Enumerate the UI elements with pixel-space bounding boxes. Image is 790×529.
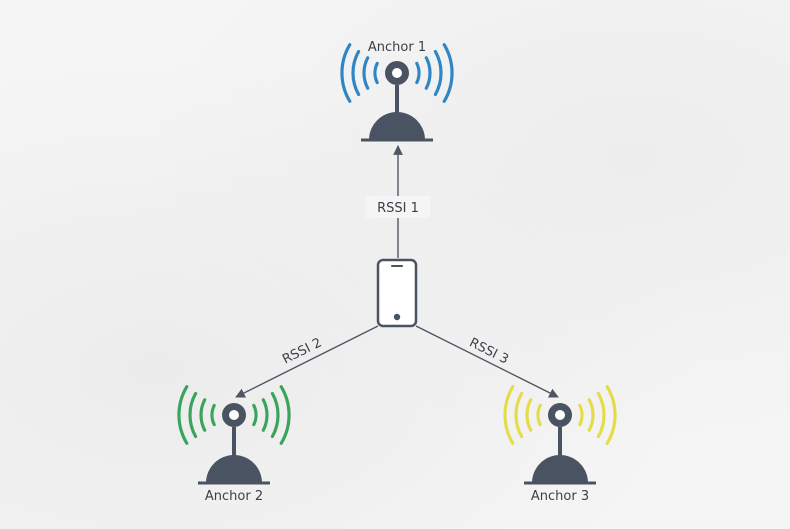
signal-wave-arc (210, 403, 216, 427)
signal-wave-arc (442, 43, 454, 103)
smartphone-icon (376, 258, 418, 328)
signal-waves-icon (340, 43, 454, 103)
signal-wave-arc (340, 43, 352, 103)
signal-wave-arc (177, 385, 189, 445)
anchor-3-label: Anchor 3 (531, 489, 589, 504)
signal-wave-arc (261, 398, 269, 432)
signal-wave-arc (188, 391, 198, 439)
anchor-2: Anchor 2 (177, 385, 291, 504)
signal-wave-arc (252, 403, 258, 427)
signal-wave-arc (433, 49, 443, 97)
signal-wave-arc (536, 403, 542, 427)
rssi-1-label-bg (366, 196, 430, 218)
link-line-anchor-2 (235, 325, 379, 398)
signal-wave-arc (587, 398, 595, 432)
antenna-beacon-icon (198, 403, 270, 485)
signal-wave-arc (351, 49, 361, 97)
signal-wave-arc (415, 61, 421, 85)
signal-wave-arc (525, 398, 533, 432)
antenna-beacon-icon (361, 61, 433, 142)
signal-wave-arc (503, 385, 515, 445)
signal-wave-arc (362, 56, 370, 90)
signal-wave-arc (596, 391, 606, 439)
signal-wave-arc (373, 61, 379, 85)
signal-waves-icon (177, 385, 291, 445)
anchor-1-label: Anchor 1 (368, 40, 426, 55)
rssi-2-label: RSSI 2 (280, 335, 324, 367)
signal-wave-arc (279, 385, 291, 445)
signal-wave-arc (270, 391, 280, 439)
rssi-1-label: RSSI 1 (377, 201, 419, 216)
signal-wave-arc (199, 398, 207, 432)
signal-wave-arc (514, 391, 524, 439)
anchor-2-label: Anchor 2 (205, 489, 263, 504)
signal-wave-arc (424, 56, 432, 90)
antenna-beacon-icon (524, 403, 596, 485)
link-line-anchor-3 (415, 325, 559, 398)
anchor-3: Anchor 3 (503, 385, 617, 504)
signal-wave-arc (605, 385, 617, 445)
anchor-1: Anchor 1 (340, 40, 454, 142)
signal-wave-arc (578, 403, 584, 427)
signal-waves-icon (503, 385, 617, 445)
